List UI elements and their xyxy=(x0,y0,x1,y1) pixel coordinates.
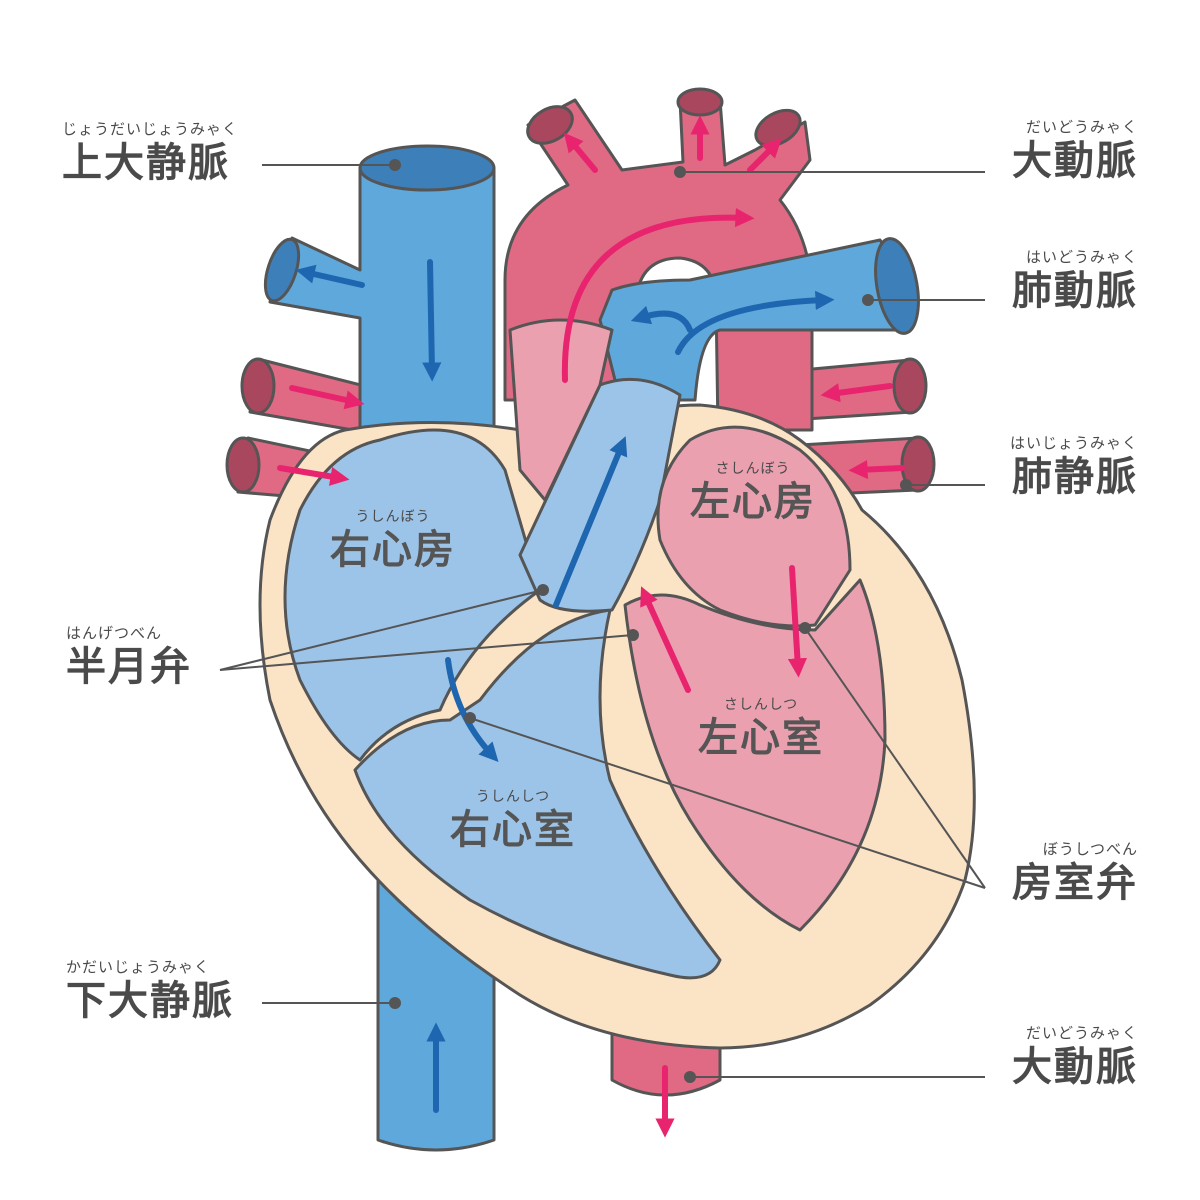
label-semilunar-valve: はんげつべん 半月弁 xyxy=(66,624,192,690)
leader-dot-pulmonary-artery xyxy=(862,294,874,306)
label-pulmonary-vein: はいじょうみゃく 肺静脈 xyxy=(1009,434,1138,500)
ruby-av-valve: ぼうしつべん xyxy=(1042,840,1138,858)
flow-arrow-pv-left-lower xyxy=(277,465,350,486)
label-superior-vena-cava: じょうだいじょうみゃく 上大静脈 xyxy=(62,120,239,186)
superior-vena-cava xyxy=(263,144,496,482)
flow-arrow-pv-right-upper xyxy=(820,383,893,403)
leader-dot-semilunar-2 xyxy=(627,629,639,641)
name-pulmonary-vein: 肺静脈 xyxy=(1012,454,1138,500)
flow-arrow-pv-right-lower xyxy=(848,459,905,480)
flow-arrow-pa-right xyxy=(675,290,835,355)
left-ventricle-chamber xyxy=(623,578,887,932)
flow-arrow-la-to-lv xyxy=(787,565,808,678)
ruby-semilunar-valve: はんげつべん xyxy=(66,624,163,642)
label-aorta-top: だいどうみゃく 大動脈 xyxy=(1012,118,1138,184)
ruby-superior-vena-cava: じょうだいじょうみゃく xyxy=(62,120,239,138)
flow-arrow-svc-down xyxy=(422,259,442,382)
flow-arrow-pv-left-upper xyxy=(289,385,365,410)
ruby-pulmonary-artery: はいどうみゃく xyxy=(1025,248,1138,266)
flow-arrow-pa-left xyxy=(630,305,693,333)
name-left-atrium: 左心房 xyxy=(690,479,816,525)
leader-dot-av-1 xyxy=(464,712,476,724)
leader-dot-av-2 xyxy=(799,622,811,634)
leader-dot-aorta-bottom xyxy=(684,1071,696,1083)
ruby-left-atrium: さしんぼう xyxy=(715,461,791,477)
leader-dot-semilunar-1 xyxy=(537,584,549,596)
ruby-inferior-vena-cava: かだいじょうみゃく xyxy=(66,958,211,976)
leader-av-2 xyxy=(804,627,986,889)
flow-arrow-lv-to-aorta xyxy=(640,586,691,693)
right-atrium-chamber xyxy=(283,428,542,762)
name-superior-vena-cava: 上大静脈 xyxy=(62,140,230,186)
leader-dot-pulmonary-vein xyxy=(900,479,912,491)
label-left-ventricle: さしんしつ 左心室 xyxy=(686,698,836,758)
name-inferior-vena-cava: 下大静脈 xyxy=(66,978,234,1024)
ruby-right-ventricle: うしんしつ xyxy=(475,789,551,805)
leader-av-1 xyxy=(469,717,986,889)
ruby-pulmonary-vein: はいじょうみゃく xyxy=(1009,434,1138,452)
label-right-ventricle: うしんしつ 右心室 xyxy=(438,790,588,850)
flow-arrow-ra-to-rv xyxy=(445,657,499,763)
label-aorta-bottom: だいどうみゃく 大動脈 xyxy=(1012,1024,1138,1090)
flow-arrow-aorta-branch-1 xyxy=(563,132,598,173)
pulmonary-artery xyxy=(598,237,920,402)
ruby-right-atrium: うしんぼう xyxy=(355,509,431,525)
left-atrium-chamber xyxy=(656,425,852,628)
label-inferior-vena-cava: かだいじょうみゃく 下大静脈 xyxy=(66,958,234,1024)
name-pulmonary-artery: 肺動脈 xyxy=(1012,268,1138,314)
leader-dot-ivc xyxy=(389,997,401,1009)
aortic-root xyxy=(508,318,614,502)
leader-semilunar-2 xyxy=(219,634,634,671)
name-semilunar-valve: 半月弁 xyxy=(66,644,192,690)
flow-arrow-aorta-branch-3 xyxy=(747,138,782,173)
right-ventricle-chamber xyxy=(353,608,722,980)
label-av-valve: ぼうしつべん 房室弁 xyxy=(1012,840,1138,906)
label-right-atrium: うしんぼう 右心房 xyxy=(318,510,468,570)
label-pulmonary-artery: はいどうみゃく 肺動脈 xyxy=(1012,248,1138,314)
flow-arrow-aorta-arch xyxy=(561,207,755,383)
flow-arrow-svc-branch xyxy=(295,264,365,288)
ruby-left-ventricle: さしんしつ xyxy=(723,697,799,713)
flow-arrow-rv-to-pa xyxy=(553,436,628,608)
leader-dot-svc xyxy=(389,159,401,171)
name-right-atrium: 右心房 xyxy=(330,527,456,573)
name-right-ventricle: 右心室 xyxy=(450,807,576,853)
leader-dot-aorta-top xyxy=(674,166,686,178)
ruby-aorta-bottom: だいどうみゃく xyxy=(1025,1024,1138,1042)
ruby-aorta-top: だいどうみゃく xyxy=(1025,118,1138,136)
name-aorta-top: 大動脈 xyxy=(1012,138,1138,184)
name-av-valve: 房室弁 xyxy=(1012,860,1138,906)
leader-semilunar-1 xyxy=(219,589,544,671)
label-left-atrium: さしんぼう 左心房 xyxy=(678,462,828,522)
name-left-ventricle: 左心室 xyxy=(698,715,824,761)
name-aorta-bottom: 大動脈 xyxy=(1012,1044,1138,1090)
